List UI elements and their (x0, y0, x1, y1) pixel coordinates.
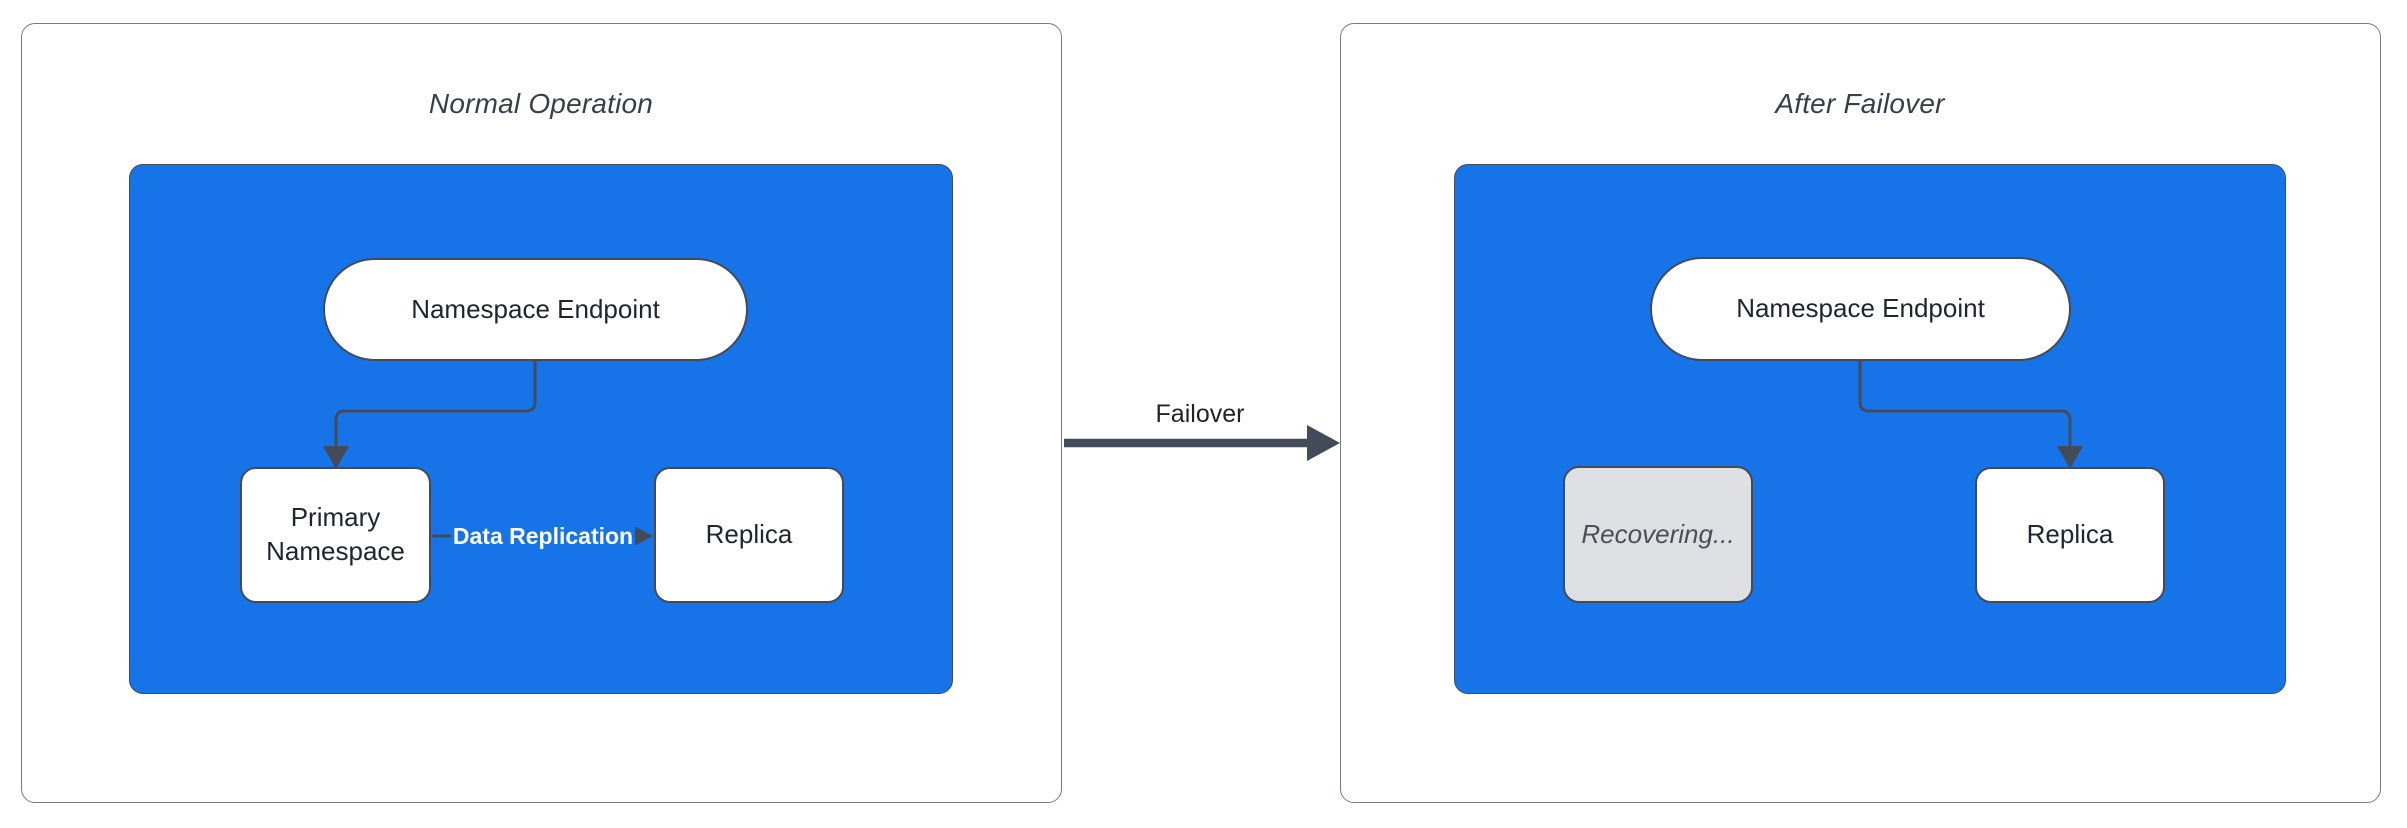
recovering-node: Recovering... (1563, 466, 1753, 603)
replica-label: Replica (705, 519, 793, 550)
replica-label: Replica (2026, 519, 2114, 550)
namespace-endpoint-label: Namespace Endpoint (411, 293, 660, 324)
replica-node-right: Replica (1975, 467, 2165, 603)
namespace-endpoint-node-left: Namespace Endpoint (323, 258, 748, 361)
normal-operation-title: Normal Operation (428, 88, 654, 119)
recovering-label: Recovering... (1581, 518, 1735, 549)
data-replication-edge-label: Data Replication (451, 520, 635, 552)
primary-namespace-node: Primary Namespace (240, 467, 431, 603)
replica-node-left: Replica (654, 467, 844, 603)
namespace-group-right (1454, 164, 2286, 694)
namespace-group-left (129, 164, 953, 694)
failover-arrowhead (1307, 425, 1340, 461)
namespace-endpoint-node-right: Namespace Endpoint (1650, 257, 2071, 361)
failover-arrow-label: Failover (1155, 400, 1245, 428)
after-failover-title: After Failover (1775, 88, 1945, 119)
primary-namespace-label: Primary Namespace (266, 502, 405, 566)
namespace-endpoint-label: Namespace Endpoint (1736, 293, 1985, 324)
